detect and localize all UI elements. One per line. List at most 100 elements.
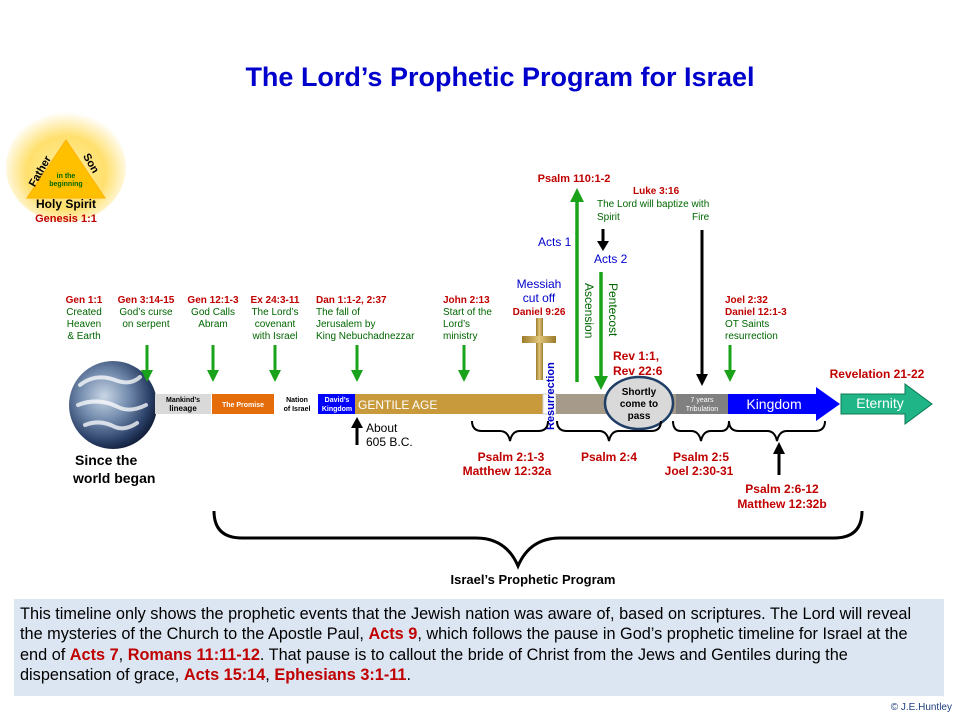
pentecost-group: Luke 3:16 The Lord will baptize with Spi… xyxy=(594,186,710,390)
event-line: resurrection xyxy=(725,331,778,342)
event-line: Start of the xyxy=(443,307,492,318)
earth-clouds xyxy=(76,375,148,431)
event-line: Heaven xyxy=(67,319,101,330)
note-text: . That pause is to callout the bride of … xyxy=(20,645,848,685)
event-line: Jerusalem by xyxy=(316,319,375,330)
trinity-ref: Genesis 1:1 xyxy=(35,213,97,225)
down-arrow-icon xyxy=(724,345,736,382)
up-arrow-icon xyxy=(351,417,363,428)
about-line-1: About xyxy=(366,421,398,435)
tribulation-2: Tribulation xyxy=(686,406,719,413)
trinity-group: Father Son in the beginning Holy Spirit … xyxy=(6,112,126,225)
trinity-center-1: in the xyxy=(57,173,76,180)
segment-promise-label: The Promise xyxy=(222,402,264,409)
down-arrow-icon xyxy=(351,345,363,382)
kingdom-arrow-icon xyxy=(728,387,840,421)
segment-david xyxy=(318,394,355,414)
segment-david-1: David’s xyxy=(325,397,350,404)
event-line: God’s curse xyxy=(119,307,173,318)
brace-psalm2-1 xyxy=(471,420,549,442)
event-ref-john2: John 2:13 xyxy=(443,295,490,306)
segment-tribulation xyxy=(676,394,728,414)
rev-ref-1: Rev 1:1, xyxy=(613,349,659,363)
eternity-arrow-icon xyxy=(840,383,933,425)
green-arrows xyxy=(141,345,736,382)
segment-nation xyxy=(275,394,318,414)
event-ref-gen12: Gen 12:1-3 xyxy=(187,295,239,306)
event-ref-daniel12: Daniel 12:1-3 xyxy=(725,307,787,318)
psalm2-1-ref: Psalm 2:1-3 xyxy=(478,450,545,464)
timeline-bar: Mankind’s lineage The Promise Nation of … xyxy=(155,362,933,431)
about-line-2: 605 B.C. xyxy=(366,435,413,449)
program-label: Israel’s Prophetic Program xyxy=(451,572,616,587)
acts2-label: Acts 2 xyxy=(594,252,628,266)
shortly-2: come to xyxy=(620,399,658,410)
trinity-triangle-icon xyxy=(26,139,106,199)
note-ref-acts7: Acts 7 xyxy=(69,645,119,664)
note-ref-romans11: Romans 11:11-12 xyxy=(127,645,260,664)
segment-david-2: Kingdom xyxy=(322,406,352,413)
note-box: This timeline only shows the prophetic e… xyxy=(14,599,944,696)
shortly-1: Shortly xyxy=(622,387,657,398)
messiah-line-2: cut off xyxy=(523,291,556,305)
luke-line-2: Spirit xyxy=(597,212,620,223)
event-ref-dan1: Dan 1:1-2, 2:37 xyxy=(316,295,387,306)
note-text: , xyxy=(118,645,128,664)
trinity-center-2: beginning xyxy=(49,181,82,188)
up-arrow-icon xyxy=(570,188,584,202)
rev-ref-2: Rev 22:6 xyxy=(613,364,663,378)
brace-psalm2-5 xyxy=(672,420,730,442)
event-line: OT Saints xyxy=(725,319,769,330)
matthew-12-32a-ref: Matthew 12:32a xyxy=(463,464,552,478)
psalm2-4-ref: Psalm 2:4 xyxy=(581,450,637,464)
psalm110-ref: Psalm 110:1-2 xyxy=(538,173,611,185)
pentecost-label: Pentecost xyxy=(606,283,620,337)
shortly-oval xyxy=(603,375,675,431)
event-line: ministry xyxy=(443,331,477,342)
psalm2-5-ref: Psalm 2:5 xyxy=(673,450,729,464)
down-arrow-icon xyxy=(269,345,281,382)
luke-ref: Luke 3:16 xyxy=(633,186,680,197)
event-ref-ex24: Ex 24:3-11 xyxy=(251,295,300,306)
down-arrow-icon xyxy=(141,345,153,382)
event-line: & Earth xyxy=(67,331,100,342)
cross-icon-horizontal xyxy=(522,336,556,343)
event-line: The fall of xyxy=(316,307,360,318)
segment-gentile-label: GENTILE AGE xyxy=(358,398,437,412)
joel-2-30-ref: Joel 2:30-31 xyxy=(665,464,734,478)
ascension-group: Psalm 110:1-2 Acts 1 Ascension xyxy=(538,173,611,382)
event-ref-gen1: Gen 1:1 xyxy=(66,295,103,306)
earth-group: Since the world began xyxy=(69,361,157,486)
segment-promise xyxy=(212,394,274,414)
tribulation-1: 7 years xyxy=(691,397,714,404)
segment-mankind xyxy=(155,394,211,414)
cross-icon-vertical xyxy=(536,318,543,380)
segment-gentile xyxy=(355,394,543,414)
event-ref-joel: Joel 2:32 xyxy=(725,295,768,306)
segment-mankind-2: lineage xyxy=(169,404,197,413)
kingdom-label: Kingdom xyxy=(746,396,801,412)
event-line: God Calls xyxy=(191,307,235,318)
small-braces xyxy=(471,420,826,442)
event-line: King Nebuchadnezzar xyxy=(316,331,415,342)
earth-caption-1: Since the xyxy=(75,452,137,468)
trinity-spirit: Holy Spirit xyxy=(36,197,96,211)
note-text: , xyxy=(265,666,275,685)
acts1-label: Acts 1 xyxy=(538,235,572,249)
luke-line-1: The Lord will baptize with xyxy=(597,199,709,210)
resurrection-label: Resurrection xyxy=(545,362,557,430)
segment-mankind-1: Mankind’s xyxy=(166,397,200,404)
segment-nation-2: of Israel xyxy=(284,406,311,413)
note-ref-acts9: Acts 9 xyxy=(368,625,418,644)
event-line: The Lord’s xyxy=(251,307,298,318)
note-text: This timeline only shows the prophetic e… xyxy=(20,605,912,644)
ascension-label: Ascension xyxy=(582,283,596,338)
copyright: © J.E.Huntley xyxy=(890,702,952,713)
messiah-group: Messiah cut off Daniel 9:26 xyxy=(513,277,566,380)
eternity-label: Eternity xyxy=(856,395,903,411)
matthew-12-32b-ref: Matthew 12:32b xyxy=(737,497,826,511)
down-arrow-icon xyxy=(594,376,608,390)
earth-caption-2: world began xyxy=(72,470,155,486)
